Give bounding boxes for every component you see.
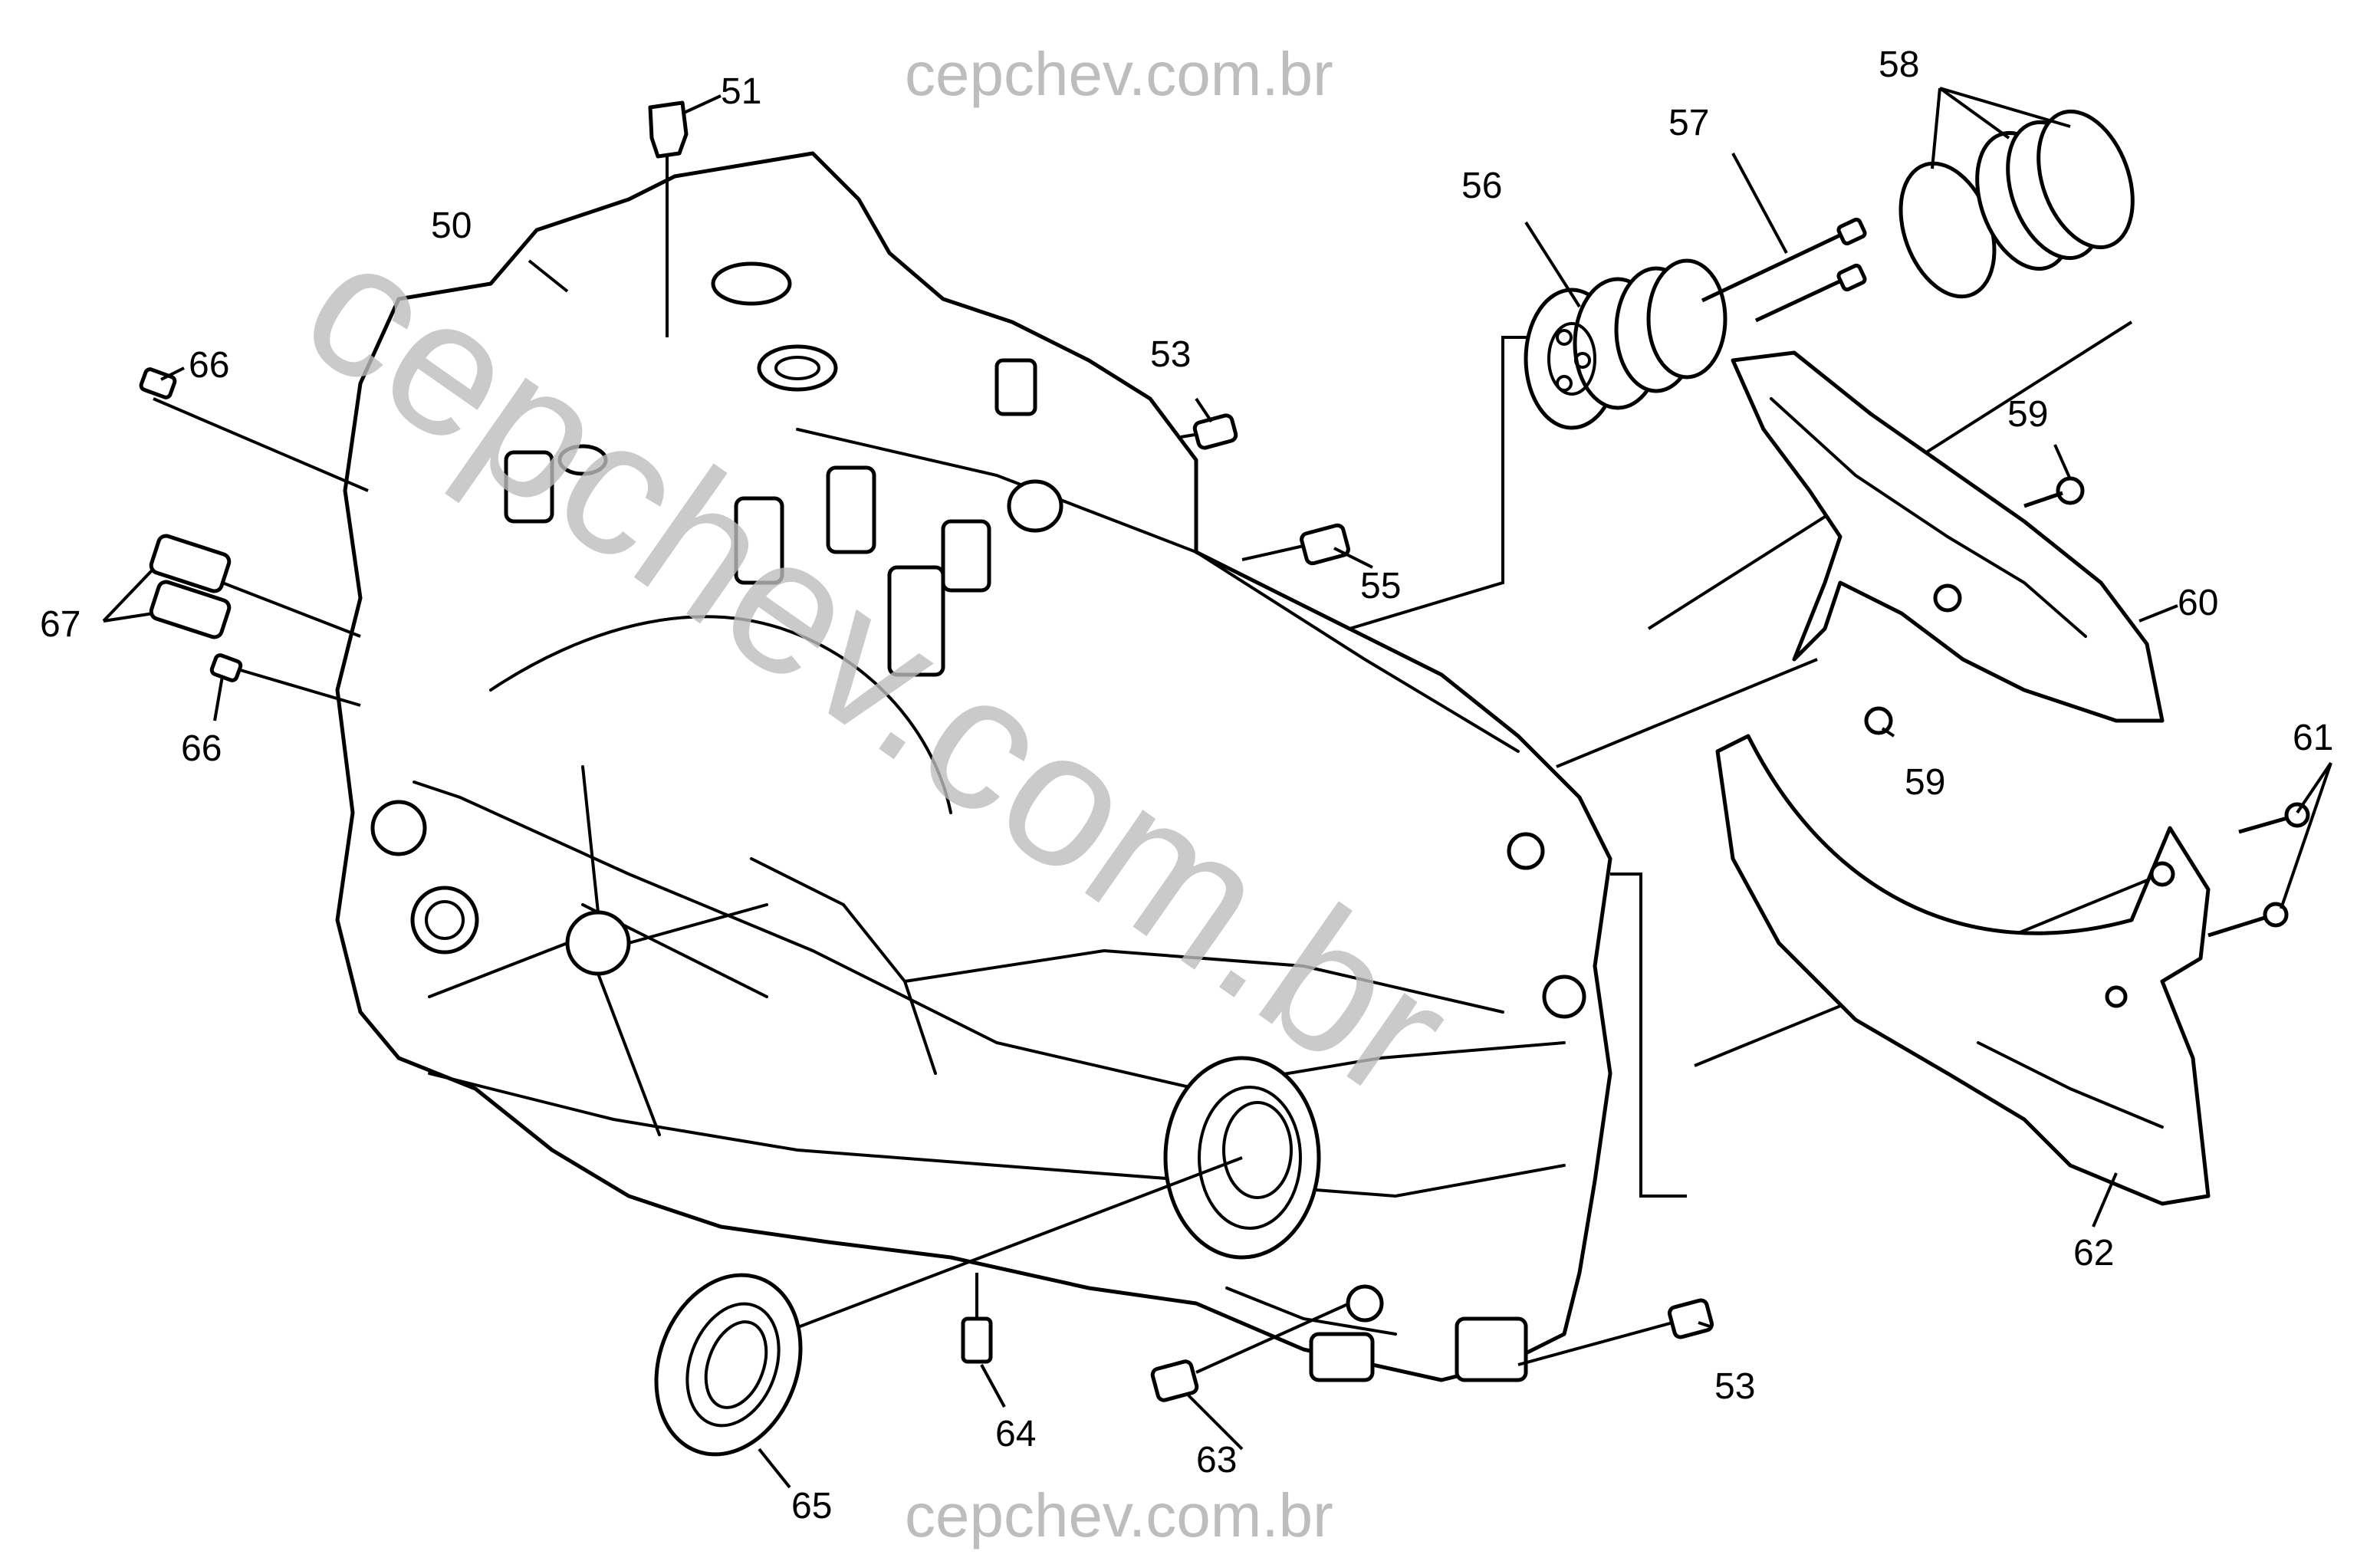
callout-57: 57 (1668, 103, 1709, 143)
callout-58: 58 (1879, 44, 1919, 85)
part-53-pins (1192, 413, 1714, 1339)
part-58-rings (1898, 109, 2135, 299)
part-65-seal (654, 1273, 803, 1457)
callout-62: 62 (2073, 1233, 2114, 1273)
part-60-upper-cover (1731, 350, 2165, 723)
callout-66-top: 66 (189, 345, 229, 386)
callout-51: 51 (721, 71, 761, 112)
callout-labels: 51 50 53 55 56 57 58 59 59 60 61 62 63 6… (40, 44, 2333, 1526)
callout-leaders (102, 87, 2332, 1489)
callout-59-top: 59 (2007, 394, 2048, 435)
part-62-lower-shield (1715, 734, 2211, 1206)
watermark-bottom: cepchev.com.br (905, 1481, 1333, 1549)
part-61-bolts (2207, 802, 2310, 938)
callout-66-bottom: 66 (181, 728, 222, 769)
part-64-drain-plug (961, 1273, 993, 1364)
callout-61: 61 (2293, 718, 2333, 758)
part-63-plug (1150, 1359, 1199, 1402)
callout-55: 55 (1360, 566, 1401, 606)
callout-53-top: 53 (1150, 334, 1191, 375)
callout-53-bottom: 53 (1714, 1366, 1755, 1407)
callout-60: 60 (2178, 583, 2218, 623)
part-67-sleeves (149, 534, 232, 639)
part-57-bolts (1701, 217, 1867, 323)
callout-59-bottom: 59 (1905, 762, 1945, 803)
callout-56: 56 (1461, 166, 1502, 206)
part-51-plug (648, 100, 689, 159)
callout-63: 63 (1196, 1440, 1237, 1480)
callout-67: 67 (40, 604, 81, 645)
part-56-piston (1524, 258, 1727, 430)
part-55-pin (1300, 523, 1350, 566)
part-66-dowel-pins (139, 367, 243, 682)
callout-50: 50 (431, 205, 472, 246)
callout-64: 64 (995, 1414, 1036, 1454)
watermark-top: cepchev.com.br (905, 40, 1333, 108)
callout-65: 65 (791, 1486, 832, 1526)
